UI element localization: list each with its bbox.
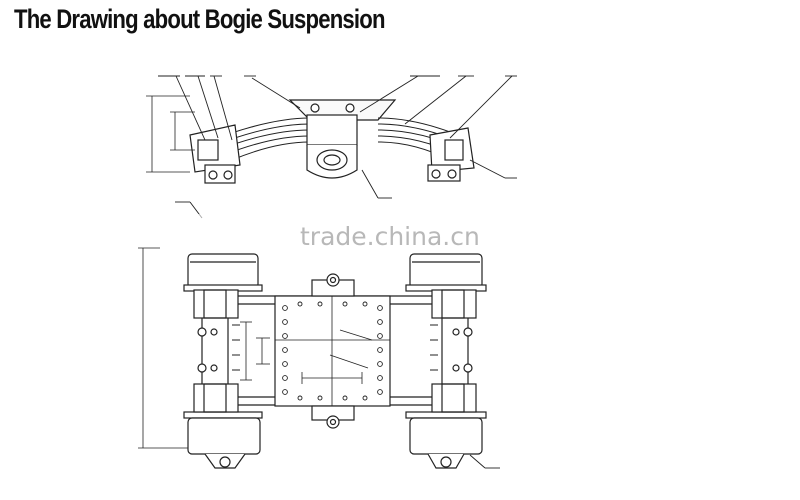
torque-arm-mount-bottom <box>311 405 355 429</box>
top-view-dimensions <box>240 321 270 381</box>
side-view <box>146 75 517 199</box>
watermark-text: trade.china.cn <box>300 222 480 251</box>
center-cross-plate <box>274 295 391 407</box>
spring-assembly-right <box>430 289 477 413</box>
torque-arm-mount-top <box>311 273 355 297</box>
wheel-hub-top-right <box>405 253 487 292</box>
wheel-hub-bottom-right <box>405 411 500 469</box>
axle-seat-circle <box>316 149 348 171</box>
left-end-bracket <box>189 124 241 184</box>
drawing-title: The Drawing about Bogie Suspension <box>14 4 385 34</box>
plate-bolt-holes <box>282 301 383 401</box>
wheel-hub-top-left <box>183 253 263 292</box>
spring-saddle <box>306 114 358 146</box>
side-view-dimensions <box>146 95 195 173</box>
spring-assembly-left <box>193 289 240 413</box>
side-view-leader-lines <box>158 75 517 199</box>
right-end-bracket <box>427 127 475 182</box>
top-view <box>138 201 530 469</box>
wheel-hub-bottom-left <box>183 411 263 469</box>
